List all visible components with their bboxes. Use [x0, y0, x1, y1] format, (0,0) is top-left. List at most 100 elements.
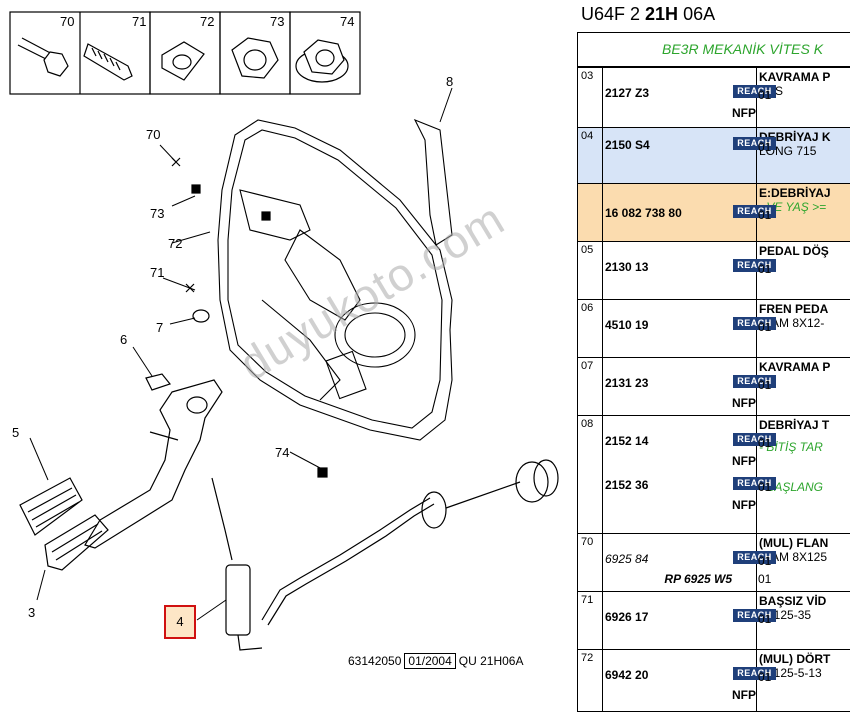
callout-70[interactable]: 70 [146, 127, 161, 142]
part-code[interactable]: 6942 20 [605, 668, 649, 682]
description-title: (MUL) FLAN [759, 536, 829, 550]
reach-badge: REACH [733, 433, 776, 446]
part-code[interactable]: 4510 19 [605, 318, 649, 332]
quantity: 01 [758, 88, 772, 102]
threaded-stud-icon [83, 43, 133, 81]
callout-8[interactable]: 8 [446, 74, 454, 89]
row-number: 03 [577, 67, 603, 128]
description-title: DEBRİYAJ K [759, 130, 831, 144]
group-header: BE3R MEKANİK VİTES K [577, 32, 850, 67]
markers [171, 157, 328, 478]
hw-label-70: 70 [60, 14, 75, 29]
row-number [577, 183, 603, 242]
diagram-drawing [9, 11, 559, 651]
description-title: DEBRİYAJ T [759, 418, 830, 432]
quantity: 01 [758, 554, 772, 568]
callout-5[interactable]: 5 [12, 425, 20, 440]
callout-6[interactable]: 6 [120, 332, 128, 347]
hw-label-71: 71 [132, 14, 147, 29]
square-nut-icon [161, 41, 205, 81]
callout-7[interactable]: 7 [156, 320, 164, 335]
callout-73[interactable]: 73 [150, 206, 165, 221]
reach-badge: REACH [733, 205, 776, 218]
part-code[interactable]: 2127 Z3 [605, 86, 650, 100]
quantity: 01 [758, 140, 772, 154]
part-code[interactable]: 2152 36 [605, 478, 649, 492]
reach-badge: REACH [733, 85, 776, 98]
part-code[interactable]: 2152 14 [605, 434, 649, 448]
part-tag: NFP [732, 498, 756, 512]
part-tag: NFP [732, 396, 756, 410]
part-code[interactable]: 2131 23 [605, 376, 649, 390]
callout-72[interactable]: 72 [168, 236, 183, 251]
diagram-code: 63142050 [348, 654, 402, 668]
part-tag: RP 6925 W5 [664, 572, 732, 586]
callout-74[interactable]: 74 [275, 445, 290, 460]
pedal-pads [19, 477, 109, 571]
part-code[interactable]: 16 082 738 80 [605, 206, 682, 220]
row-number: 06 [577, 299, 603, 358]
callout-71[interactable]: 71 [150, 265, 165, 280]
hardware-boxes [9, 11, 361, 95]
part-code[interactable]: 6926 17 [605, 610, 649, 624]
reach-badge: REACH [733, 609, 776, 622]
small-parts [145, 309, 210, 391]
quantity: 01 [758, 480, 772, 494]
callout-3[interactable]: 3 [28, 605, 36, 620]
reach-badge: REACH [733, 667, 776, 680]
page-title: U64F 2 21H 06A [581, 4, 716, 24]
description-title: KAVRAMA P [759, 360, 831, 374]
reach-badge: REACH [733, 137, 776, 150]
description-cell: E:DEBRİYAJ- VE YAŞ >= [756, 183, 850, 242]
row-number: 70 [577, 533, 603, 592]
part-code[interactable]: 2150 S4 [605, 138, 650, 152]
row-number: 04 [577, 127, 603, 184]
reach-badge: REACH [733, 375, 776, 388]
row-number: 72 [577, 649, 603, 712]
description-title: KAVRAMA P [759, 70, 831, 84]
row-number: 05 [577, 241, 603, 300]
hw-label-73: 73 [270, 14, 285, 29]
callout-4-selected[interactable]: 4 [164, 605, 196, 639]
reach-badge: REACH [733, 259, 776, 272]
part-code[interactable]: 6925 84 [605, 552, 649, 566]
description-cell: DEBRİYAJ T- BİTİŞ TAR- BAŞLANG [756, 415, 850, 534]
hw-label-74: 74 [340, 14, 355, 29]
pedal-arm [84, 379, 223, 549]
reach-badge: REACH [733, 317, 776, 330]
description-title: BAŞSIZ VİD [759, 594, 827, 608]
part-code[interactable]: 2130 13 [605, 260, 649, 274]
quantity: 01 [758, 670, 772, 684]
description-title: (MUL) DÖRT [759, 652, 831, 666]
